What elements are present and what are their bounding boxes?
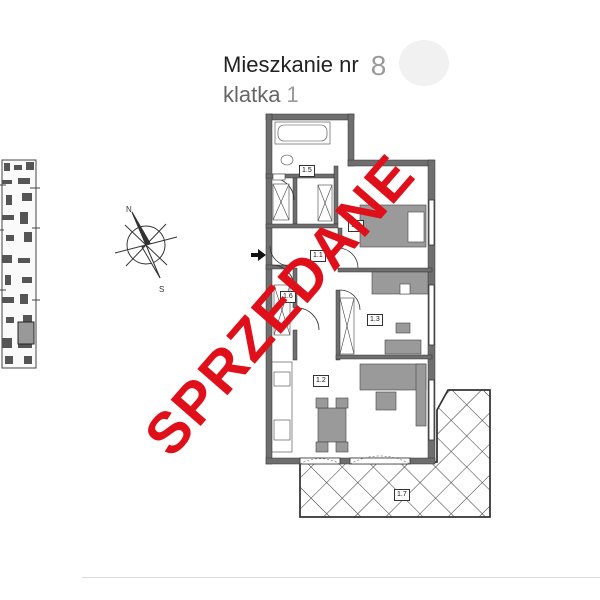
room-label-1-7: 1.7 bbox=[394, 489, 410, 501]
staircase-number: 1 bbox=[286, 82, 299, 107]
building-key-plan bbox=[0, 159, 40, 369]
balcony-door-lines bbox=[299, 455, 411, 465]
compass-north-label: N bbox=[126, 205, 132, 214]
apartment-title: Mieszkanie nr 8 bbox=[223, 50, 386, 82]
balcony-area bbox=[299, 389, 491, 518]
room-label-1-2: 1.2 bbox=[313, 375, 329, 387]
room-label-1-5: 1.5 bbox=[299, 165, 315, 177]
room-label-1-3: 1.3 bbox=[367, 314, 383, 326]
furniture bbox=[271, 121, 429, 453]
compass-rose bbox=[114, 211, 178, 279]
apartment-number: 8 bbox=[370, 50, 387, 81]
entrance-arrow-icon bbox=[251, 249, 266, 261]
footer-divider bbox=[82, 577, 600, 578]
room-label-1-4: 1.4 bbox=[348, 220, 364, 232]
apartment-number-circle bbox=[399, 40, 449, 86]
compass-south-label: S bbox=[159, 285, 164, 294]
room-label-1-1: 1.1 bbox=[310, 250, 326, 262]
apartment-title-label: Mieszkanie nr bbox=[223, 52, 359, 77]
room-label-1-6: 1.6 bbox=[280, 291, 296, 303]
staircase-label: klatka bbox=[223, 82, 281, 107]
windows bbox=[299, 199, 435, 465]
